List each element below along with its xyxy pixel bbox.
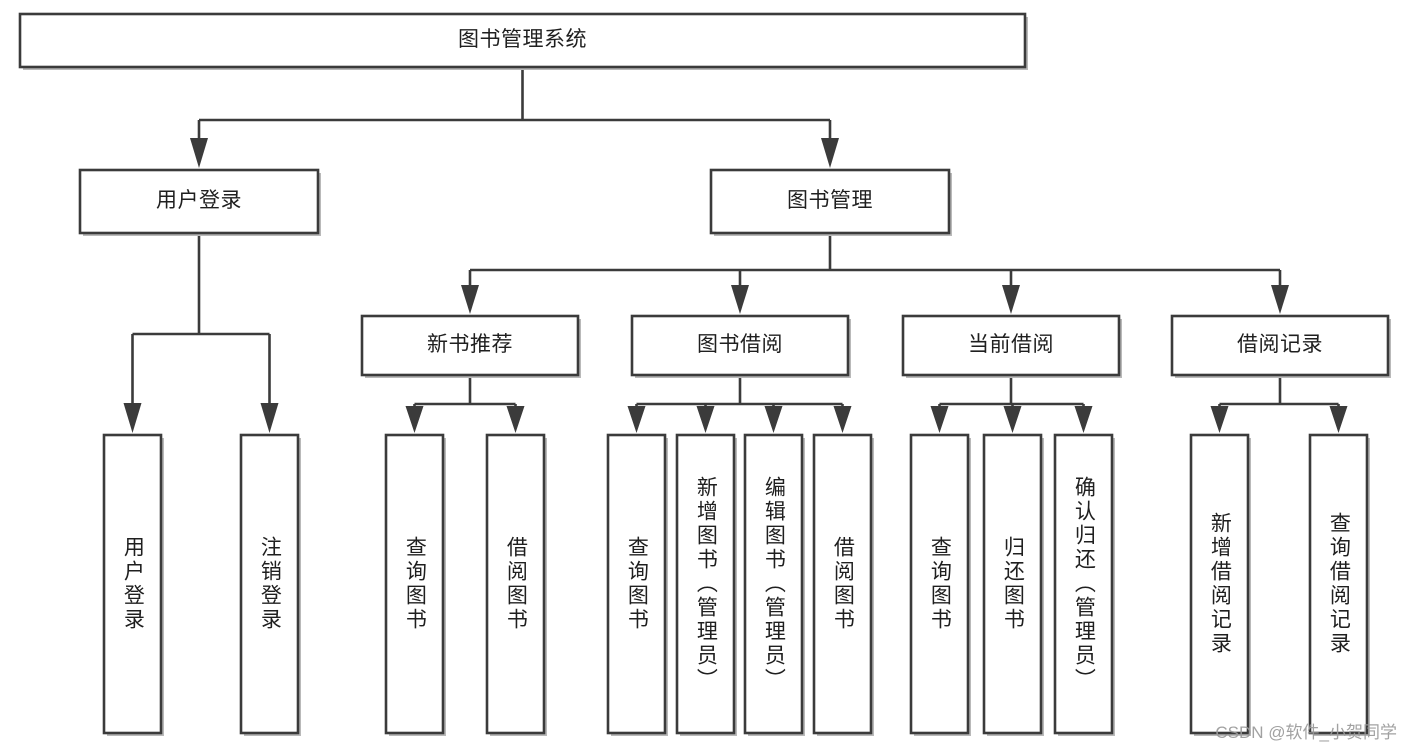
arrow-head-current-borrow: [1002, 285, 1020, 314]
node-box-leaf-query-book-borrow[interactable]: [606, 433, 667, 735]
node-box-book-borrow[interactable]: [630, 314, 850, 377]
node-box-leaf-edit-book-admin[interactable]: [743, 433, 804, 735]
node-box-user-login[interactable]: [78, 168, 320, 235]
node-box-leaf-logout[interactable]: [239, 433, 300, 735]
node-box-leaf-confirm-return-admin[interactable]: [1053, 433, 1114, 735]
node-box-leaf-add-borrow-record[interactable]: [1189, 433, 1250, 735]
arrow-head-user-login: [190, 138, 208, 168]
csdn-watermark: CSDN @软件_小贺同学: [1215, 723, 1397, 742]
arrow-head-leaf-return-book: [1003, 406, 1022, 433]
arrow-head-leaf-borrow-book: [833, 406, 852, 433]
node-box-leaf-query-borrow-record[interactable]: [1308, 433, 1369, 735]
arrow-head-leaf-confirm-return-admin: [1074, 406, 1093, 433]
arrow-head-leaf-user-login: [123, 403, 142, 433]
node-box-leaf-query-book-current[interactable]: [909, 433, 970, 735]
node-box-leaf-return-book[interactable]: [982, 433, 1043, 735]
arrow-head-leaf-borrow-book-rec: [506, 406, 525, 433]
node-box-root[interactable]: [18, 12, 1027, 69]
node-box-current-borrow[interactable]: [901, 314, 1121, 377]
node-box-leaf-add-book-admin[interactable]: [675, 433, 736, 735]
connector-layer: [123, 67, 1348, 433]
node-box-leaf-borrow-book[interactable]: [812, 433, 873, 735]
arrow-head-book-borrow: [731, 285, 749, 314]
node-box-leaf-borrow-book-rec[interactable]: [485, 433, 546, 735]
arrow-head-leaf-query-book-rec: [405, 406, 424, 433]
arrow-head-borrow-record: [1271, 285, 1289, 314]
node-box-layer: [18, 12, 1391, 736]
node-box-borrow-record[interactable]: [1170, 314, 1390, 377]
arrow-head-leaf-add-book-admin: [696, 406, 715, 433]
arrow-head-leaf-query-borrow-record: [1329, 406, 1348, 433]
node-box-leaf-query-book-rec[interactable]: [384, 433, 445, 735]
arrow-head-leaf-query-book-current: [930, 406, 949, 433]
arrow-head-new-book-recommend: [461, 285, 479, 314]
arrow-head-leaf-query-book-borrow: [627, 406, 646, 433]
arrow-head-leaf-logout: [260, 403, 279, 433]
arrow-head-leaf-add-borrow-record: [1210, 406, 1229, 433]
node-box-book-management[interactable]: [709, 168, 951, 235]
arrow-head-book-management: [821, 138, 839, 168]
node-box-leaf-user-login[interactable]: [102, 433, 163, 735]
node-box-new-book-recommend[interactable]: [360, 314, 580, 377]
arrow-head-leaf-edit-book-admin: [764, 406, 783, 433]
